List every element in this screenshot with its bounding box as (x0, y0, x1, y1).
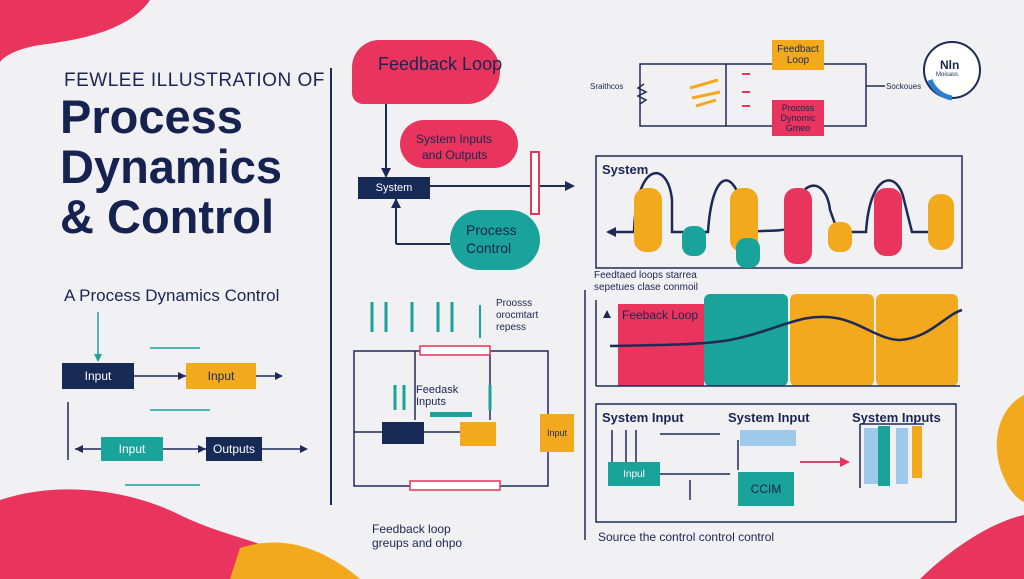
circuit-resistor-bottom (409, 480, 501, 491)
feedback-loop-line1: Feedback Loop (378, 54, 502, 75)
system-inputs-bubble (400, 120, 518, 168)
feedback-diagram-wires (385, 96, 565, 245)
title-line-1: Process (60, 90, 243, 143)
teal-ticks (370, 302, 492, 410)
feedback-diagram-arrowheads (381, 168, 575, 208)
top-left-blob (0, 0, 150, 62)
system-panel-title: System (602, 162, 649, 177)
bottom-right-blob (920, 515, 1024, 579)
right-orange-blob (996, 395, 1024, 502)
input-box-3: Input (101, 437, 163, 461)
feedbat-text-1: Feedbact (777, 44, 819, 55)
ccim-box: CCIM (738, 472, 794, 506)
page-title: Process Dynamics & Control (60, 92, 282, 242)
circuit-left-label: Sraithcos (590, 82, 624, 91)
circuit-right-label: Sockoues (886, 82, 922, 91)
title-line-3: & Control (60, 190, 275, 243)
feedback-inputs-1: Feedask (416, 384, 459, 396)
system-caption-2: sepetues clase conmoil (594, 282, 698, 293)
circuit-resistor-top (419, 345, 491, 356)
input-box-1: Input (62, 363, 134, 389)
system-inputs-text-1: System Inputs (416, 132, 493, 146)
top-circuit-accents (689, 78, 721, 108)
process-note: Proosss orocmtart repess (496, 298, 539, 333)
system-panel-bars (634, 188, 954, 268)
bottom-left-orange-blob (230, 542, 360, 579)
label-system-input-1: System Input (602, 410, 684, 425)
system-caption-1: Feedtaed loops starrea (594, 270, 697, 281)
system-box: System (358, 177, 430, 199)
pretitle: FEWLEE ILLUSTRATION OF (64, 70, 325, 91)
badge-small-text: Moisass (936, 72, 959, 78)
feedback-inputs-2: Inputs (416, 396, 446, 408)
bottom-panel-arrow (840, 457, 850, 467)
caption-line-2: greups and ohpo (372, 536, 463, 550)
process-text-1: Procoss (781, 103, 815, 113)
top-circuit-wires (636, 63, 885, 127)
input-box-2: Input (186, 363, 256, 389)
label-system-input-2: System Input (728, 410, 810, 425)
process-text-2: Dynomic (780, 113, 816, 123)
subtitle: A Process Dynamics Control (64, 286, 280, 305)
process-text-3: Gmeo (785, 123, 811, 133)
wave-panel-label: Feeback Loop (622, 308, 699, 322)
circuit-teal-bar (430, 412, 472, 417)
side-box: Input (540, 414, 574, 452)
badge-text: Nln (940, 58, 960, 72)
outputs-box: Outputs (206, 437, 262, 461)
bottom-panel-columns (859, 423, 924, 488)
feedbat-box: Feedbact Loop (772, 40, 824, 70)
process-dynamic-box: Procoss Dynomic Gmeo (772, 100, 824, 136)
wave-panel (595, 294, 963, 387)
title-line-2: Dynamics (60, 140, 283, 193)
feedback-loop-text: Feedback Loop (378, 54, 503, 74)
bottom-input-box: Inpul (608, 462, 660, 486)
center-circuit-wires (353, 350, 549, 487)
label-system-inputs: System Inputs (852, 410, 941, 425)
resistor-marker (530, 151, 540, 215)
controller-box (382, 422, 424, 444)
top-circuit-ticks (742, 73, 750, 107)
system-panel-frame (595, 155, 963, 269)
system-inputs-text-2: and Outputs (422, 148, 488, 162)
process-control-bubble (450, 210, 540, 270)
plant-box (460, 422, 496, 446)
system-panel-arrow (606, 227, 616, 237)
process-control-text-2: Control (466, 240, 512, 256)
process-control-text-1: Process (466, 222, 517, 238)
caption-line-1: Feedback loop (372, 522, 451, 536)
left-diagram-arrowheads (75, 354, 308, 453)
bottom-panel-frame (595, 403, 957, 523)
bottom-caption: Source the control control control (598, 530, 775, 544)
feedback-loop-bubble (352, 40, 500, 104)
feedbat-text-2: Loop (786, 55, 810, 66)
bottom-label-chip (740, 430, 796, 446)
